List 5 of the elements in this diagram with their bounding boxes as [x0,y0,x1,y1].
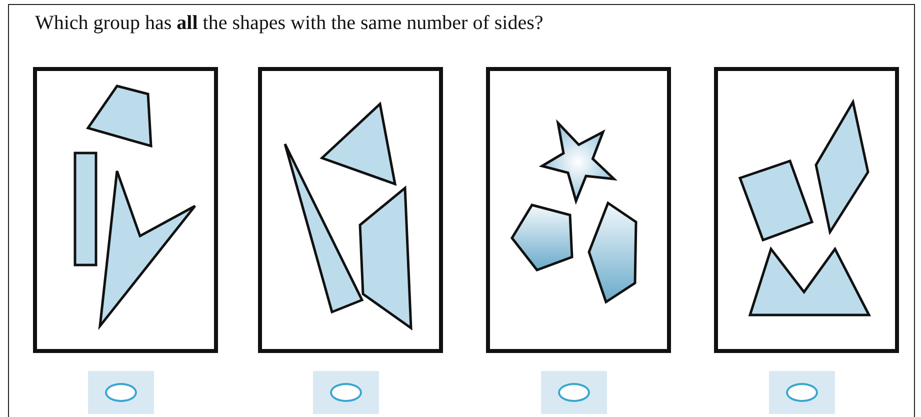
picture-frame [33,67,218,353]
picture-frame [714,67,899,353]
picture-frame [486,67,671,353]
question-text: Which group has all the shapes with the same number of sides? [35,12,544,35]
picture-frame [258,67,443,353]
